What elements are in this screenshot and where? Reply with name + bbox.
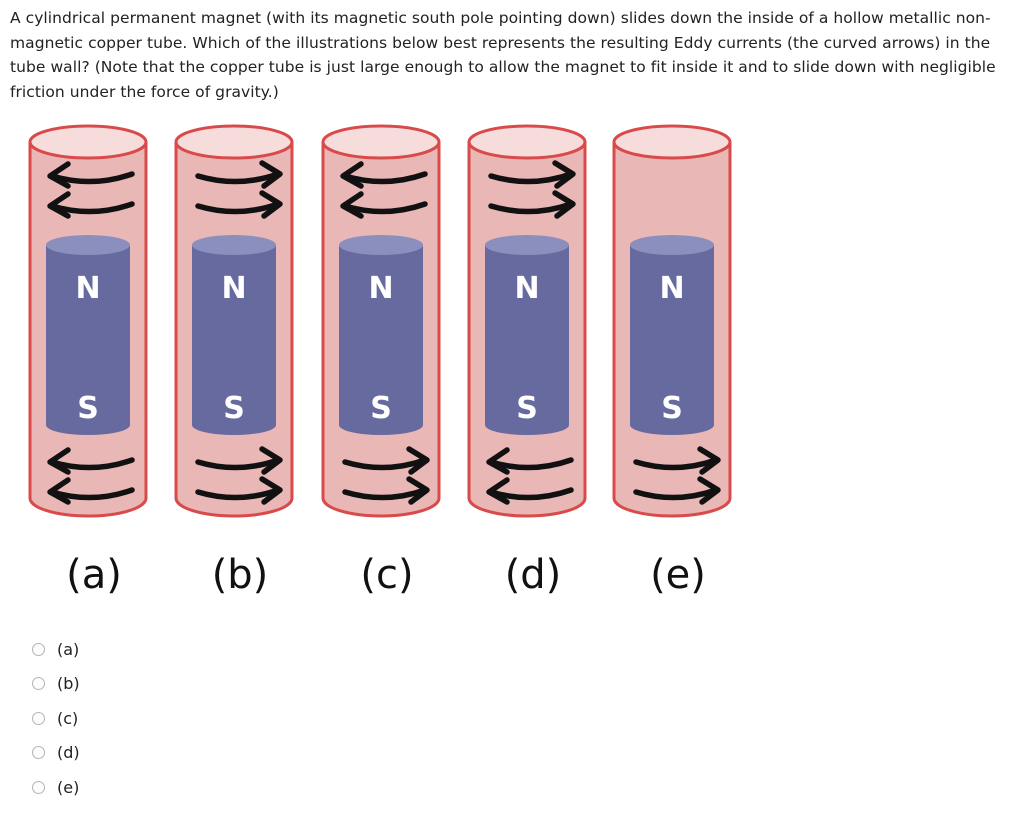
bottom-eddy-arrow-lower bbox=[342, 476, 430, 505]
option-a-label: (a) bbox=[57, 639, 80, 659]
top-eddy-arrow-upper bbox=[195, 160, 283, 189]
illustration-a-label: (a) bbox=[66, 552, 122, 598]
option-a[interactable]: (a) bbox=[32, 632, 80, 667]
north-pole-label: N bbox=[514, 271, 539, 306]
bottom-eddy-arrow-lower bbox=[195, 476, 283, 505]
south-pole-label: S bbox=[370, 391, 392, 426]
bottom-eddy-arrow-upper bbox=[47, 447, 135, 475]
north-pole-label: N bbox=[221, 271, 246, 306]
south-pole-label: S bbox=[223, 391, 245, 426]
north-pole-label: N bbox=[368, 271, 393, 306]
tube-b-drawing: NS bbox=[174, 124, 294, 518]
magnet-body bbox=[339, 245, 423, 435]
radio-c[interactable] bbox=[32, 711, 45, 725]
bottom-eddy-arrow-lower bbox=[633, 476, 721, 505]
top-eddy-arrow-upper bbox=[47, 161, 135, 189]
tube-opening bbox=[467, 124, 587, 160]
answer-options: (a) (b) (c) (d) (e) bbox=[32, 632, 80, 805]
tube-a-drawing: NS bbox=[28, 124, 148, 518]
magnet-body bbox=[46, 245, 130, 435]
option-b[interactable]: (b) bbox=[32, 667, 80, 702]
magnet-top bbox=[46, 235, 130, 255]
magnet-body bbox=[630, 245, 714, 435]
tube-opening bbox=[174, 124, 294, 160]
south-pole-label: S bbox=[516, 391, 538, 426]
tube-opening bbox=[612, 124, 732, 160]
illustration-e-label: (e) bbox=[650, 552, 706, 598]
bottom-eddy-arrow-lower bbox=[47, 477, 135, 505]
question-text: A cylindrical permanent magnet (with its… bbox=[10, 9, 996, 101]
illustration-d-label: (d) bbox=[504, 552, 562, 598]
tube-d-drawing: NS bbox=[467, 124, 587, 518]
tube-opening bbox=[28, 124, 148, 160]
top-eddy-arrow-lower bbox=[488, 190, 576, 219]
bottom-eddy-arrow-lower bbox=[486, 477, 574, 505]
north-pole-label: N bbox=[75, 271, 100, 306]
tube-opening bbox=[321, 124, 441, 160]
option-d-label: (d) bbox=[57, 743, 80, 763]
tube-e-drawing: NS bbox=[612, 124, 732, 518]
magnet-top bbox=[630, 235, 714, 255]
bottom-eddy-arrow-upper bbox=[486, 447, 574, 475]
magnet-top bbox=[339, 235, 423, 255]
top-eddy-arrow-lower bbox=[195, 190, 283, 219]
magnet-top bbox=[192, 235, 276, 255]
top-eddy-arrow-lower bbox=[340, 191, 428, 219]
magnet-top bbox=[485, 235, 569, 255]
radio-e[interactable] bbox=[32, 780, 45, 794]
magnet-body bbox=[192, 245, 276, 435]
magnet-body bbox=[485, 245, 569, 435]
bottom-eddy-arrow-upper bbox=[633, 446, 721, 475]
option-d[interactable]: (d) bbox=[32, 736, 80, 771]
south-pole-label: S bbox=[77, 391, 99, 426]
radio-a[interactable] bbox=[32, 642, 45, 656]
south-pole-label: S bbox=[661, 391, 683, 426]
option-e[interactable]: (e) bbox=[32, 770, 80, 805]
bottom-eddy-arrow-upper bbox=[195, 446, 283, 475]
north-pole-label: N bbox=[659, 271, 684, 306]
top-eddy-arrow-upper bbox=[488, 160, 576, 189]
option-c[interactable]: (c) bbox=[32, 701, 80, 736]
illustration-b-label: (b) bbox=[211, 552, 269, 598]
option-e-label: (e) bbox=[57, 777, 80, 797]
top-eddy-arrow-lower bbox=[47, 191, 135, 219]
option-b-label: (b) bbox=[57, 674, 80, 694]
tube-c-drawing: NS bbox=[321, 124, 441, 518]
top-eddy-arrow-upper bbox=[340, 161, 428, 189]
bottom-eddy-arrow-upper bbox=[342, 446, 430, 475]
radio-d[interactable] bbox=[32, 746, 45, 760]
option-c-label: (c) bbox=[57, 708, 79, 728]
illustration-c-label: (c) bbox=[360, 552, 414, 598]
radio-b[interactable] bbox=[32, 677, 45, 691]
